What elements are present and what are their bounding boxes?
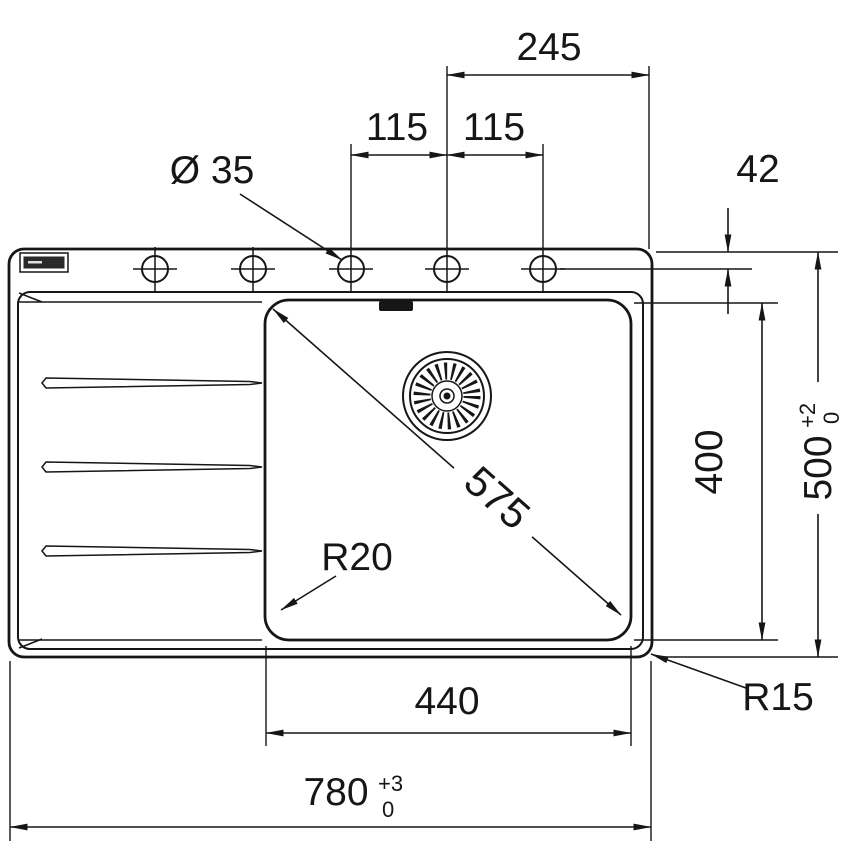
drainboard-corner-chamfer-bottom [18, 638, 43, 649]
dim-label-r20: R20 [321, 536, 393, 579]
dim-label-400-group: 400 [688, 429, 731, 494]
bowl-outline [263, 298, 633, 642]
dim-label-115-left: 115 [366, 106, 428, 149]
leader-r20 [280, 575, 337, 611]
tap-hole-4 [425, 247, 469, 291]
dim-label-780-tol-minus: 0 [382, 797, 394, 822]
tap-hole-3 [329, 247, 373, 291]
dim-label-42: 42 [736, 148, 779, 191]
tap-hole-2 [231, 247, 275, 291]
dim-label-500-tol-plus: +2 [795, 403, 820, 428]
label-mask [793, 382, 841, 514]
brand-badge-mark [28, 261, 42, 264]
drain-strainer [402, 351, 492, 441]
sink-body [7, 247, 654, 659]
drainboard-corner-chamfer-top [18, 292, 43, 303]
label-mask [442, 444, 554, 551]
drainboard-groove-1 [41, 377, 263, 389]
brand-badge-frame [19, 252, 69, 273]
sink-inner-rim [17, 291, 644, 650]
tap-hole-5 [521, 247, 565, 291]
drainboard-groove-3 [41, 545, 263, 557]
dim-label-400: 400 [688, 429, 731, 494]
dim-label-r15: R15 [742, 676, 814, 719]
leader-r15 [650, 653, 747, 689]
dim-label-780-group: 780 +3 0 [303, 771, 403, 822]
dim-label-245: 245 [516, 26, 581, 69]
dim-label-hole-diameter: Ø 35 [170, 149, 255, 192]
dim-label-780: 780 [303, 771, 368, 814]
brand-badge-fill [23, 256, 65, 269]
dim-label-115-right: 115 [463, 106, 525, 149]
dim-label-500-tol-minus: 0 [819, 412, 844, 424]
dim-label-500: 500 [797, 435, 840, 500]
dim-label-575-group: 575 [442, 444, 554, 551]
sink-outer-outline [7, 247, 654, 659]
tap-holes [133, 247, 565, 291]
drain-center [443, 392, 451, 400]
dim-label-440: 440 [414, 680, 479, 723]
dimension-labels: 245 115 115 Ø 35 42 500 +2 0 400 575 R20… [170, 26, 844, 822]
leader-hole-diameter [239, 193, 343, 261]
drainboard [18, 292, 263, 649]
tap-hole-1 [133, 247, 177, 291]
dim-line-575-diagonal [272, 308, 622, 616]
drainboard-groove-2 [41, 461, 263, 473]
overflow-slot [379, 301, 413, 311]
brand-badge [19, 252, 69, 273]
dim-label-780-tol-plus: +3 [378, 771, 403, 796]
dim-label-500-group: 500 +2 0 [793, 382, 844, 514]
extension-lines [9, 66, 838, 841]
